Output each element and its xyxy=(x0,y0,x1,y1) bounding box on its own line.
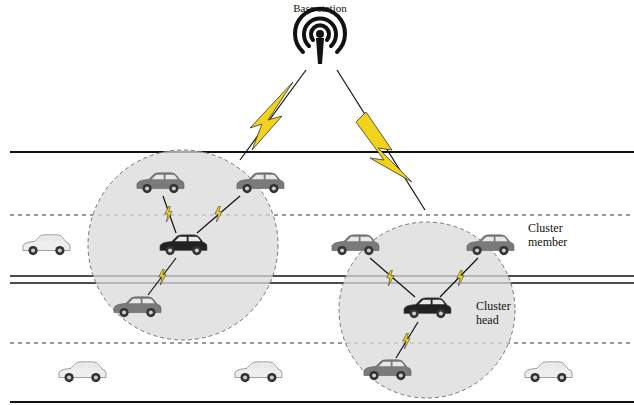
base-station-label: Base station xyxy=(260,2,380,15)
cluster-head-label: Cluster head xyxy=(476,300,530,328)
cluster-member-label: Cluster member xyxy=(528,222,582,250)
